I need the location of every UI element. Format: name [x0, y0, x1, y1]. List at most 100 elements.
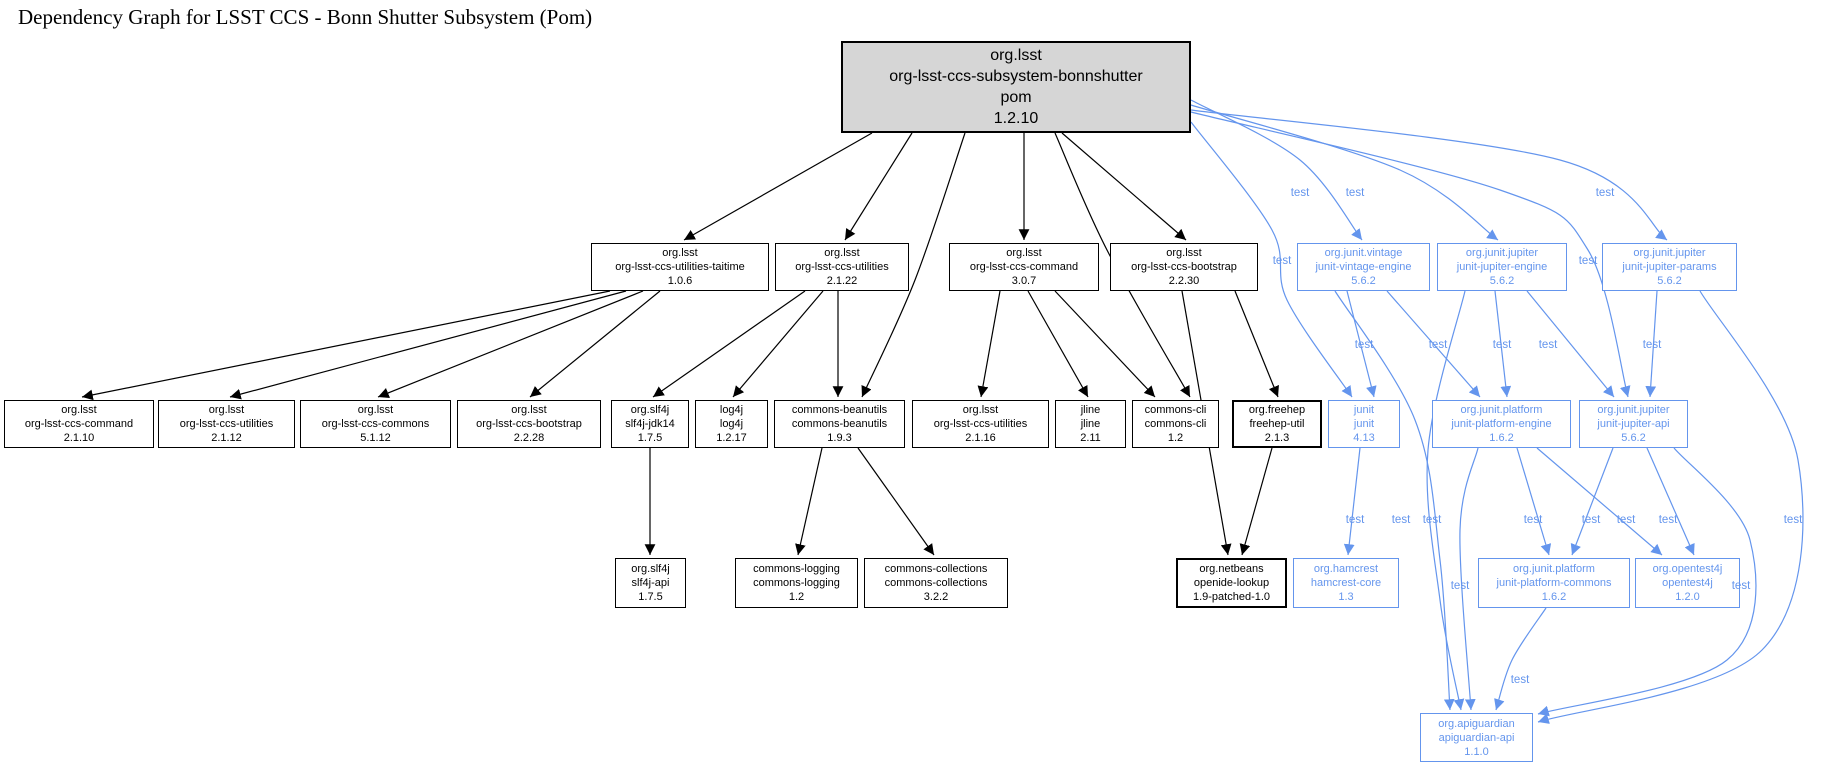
edge-root-to-junit: [1190, 121, 1353, 398]
node-label: org.junit.platform: [1513, 563, 1595, 575]
node-label: org-lsst-ccs-utilities: [933, 418, 1028, 430]
node-label: org-lsst-ccs-bootstrap: [1131, 261, 1237, 273]
dependency-node-junit-platform-commons: org.junit.platform junit-platform-commons…: [1478, 558, 1630, 608]
edge-junit-vintage-engine-to-junit: [1346, 290, 1377, 398]
node-label: org-lsst-ccs-command: [24, 418, 134, 430]
edge-junit-platform-commons-to-apiguardian-api: [1494, 607, 1547, 711]
node-label: 5.6.2: [1351, 275, 1376, 287]
node-label: org-lsst-ccs-subsystem-bonnshutter: [889, 68, 1143, 85]
node-label: junit-platform-engine: [1451, 418, 1552, 430]
node-label: 1.2: [1167, 432, 1184, 444]
node-label: 1.0.6: [667, 275, 693, 287]
edge-junit-jupiter-api-to-junit-platform-commons: [1570, 447, 1614, 556]
node-label: org-lsst-ccs-utilities: [795, 261, 889, 273]
node-label: openide-lookup: [1193, 577, 1270, 589]
node-label: org-lsst-ccs-commons: [321, 418, 430, 430]
edge-root-to-junit-vintage-engine: [1190, 99, 1363, 241]
node-label: slf4j-api: [631, 577, 670, 589]
node-label: 1.9-patched-1.0: [1192, 591, 1271, 603]
edge-command-3-0-7-to-commons-cli: [1054, 290, 1156, 398]
edge-junit-platform-engine-to-opentest4j: [1536, 447, 1663, 556]
edge-junit-platform-engine-to-junit-platform-commons: [1516, 447, 1552, 556]
node-label: 5.6.2: [1657, 275, 1682, 287]
node-label: org.lsst: [1006, 247, 1042, 259]
node-label: 1.2.17: [716, 432, 747, 444]
node-label: org.lsst: [990, 47, 1042, 64]
node-label: org.junit.platform: [1460, 404, 1543, 416]
edge-root-to-junit-jupiter-engine: [1190, 104, 1499, 241]
node-label: log4j: [719, 404, 744, 416]
dependency-node-commons-cli: commons-cli commons-cli 1.2: [1132, 400, 1219, 448]
node-label: junit-jupiter-api: [1597, 418, 1670, 430]
node-label: org.junit.vintage: [1324, 247, 1403, 259]
edge-commons-beanutils-to-commons-collections: [857, 447, 935, 556]
edge-junit-jupiter-api-to-opentest4j: [1646, 447, 1695, 556]
dependency-node-root: org.lsst org-lsst-ccs-subsystem-bonnshutt…: [841, 41, 1191, 133]
edge-utilities-taitime-to-utilities-2-1-12: [229, 290, 627, 400]
node-label: 1.6.2: [1489, 432, 1514, 444]
node-label: jline: [1080, 404, 1101, 416]
node-label: org.lsst: [511, 404, 547, 416]
node-label: 1.9.3: [827, 432, 852, 444]
edge-scope-label: test: [1658, 514, 1678, 526]
node-label: org.junit.jupiter: [1465, 247, 1539, 259]
node-label: commons-collections: [884, 563, 988, 575]
edge-freehep-util-to-openide-lookup: [1239, 447, 1273, 556]
node-label: 1.6.2: [1541, 591, 1567, 603]
node-label: commons-logging: [753, 563, 840, 575]
edge-junit-jupiter-params-to-apiguardian-api: [1537, 290, 1804, 724]
node-label: org.lsst: [61, 404, 97, 416]
edge-junit-jupiter-engine-to-apiguardian-api: [1426, 290, 1466, 711]
node-label: 2.11: [1080, 432, 1101, 444]
node-label: 1.2.10: [993, 110, 1039, 127]
edge-scope-label: test: [1783, 514, 1803, 526]
node-label: commons-logging: [753, 577, 840, 589]
edge-scope-label: test: [1578, 255, 1598, 267]
node-label: junit-vintage-engine: [1315, 261, 1412, 273]
node-label: slf4j-jdk14: [625, 418, 675, 430]
edge-junit-to-hamcrest-core: [1343, 447, 1361, 556]
edge-root-to-junit-jupiter-params: [1190, 109, 1668, 241]
edge-scope-label: test: [1272, 255, 1292, 267]
edge-junit-jupiter-api-to-apiguardian-api: [1537, 447, 1757, 717]
node-label: junit-jupiter-params: [1622, 261, 1717, 273]
node-label: commons-beanutils: [791, 418, 888, 430]
edge-scope-label: test: [1492, 339, 1512, 351]
edge-junit-vintage-engine-to-junit-platform-engine: [1386, 290, 1481, 398]
node-label: opentest4j: [1662, 577, 1713, 589]
node-label: org.lsst: [357, 404, 394, 416]
edge-utilities-taitime-to-bootstrap-2-2-28: [529, 290, 661, 398]
node-label: org-lsst-ccs-bootstrap: [476, 418, 582, 430]
node-label: commons-cli: [1144, 404, 1207, 416]
edge-root-to-commons-cli: [1054, 132, 1191, 398]
node-label: org.apiguardian: [1438, 717, 1515, 730]
edge-scope-label: test: [1428, 339, 1448, 351]
edge-scope-label: test: [1422, 514, 1442, 526]
edge-scope-label: test: [1731, 580, 1751, 592]
node-label: 2.1.22: [826, 275, 858, 287]
node-label: 1.1.0: [1464, 745, 1489, 758]
edge-commons-beanutils-to-commons-logging: [795, 447, 823, 556]
node-label: junit-platform-commons: [1496, 577, 1612, 589]
node-label: commons-cli: [1144, 418, 1207, 430]
edge-utilities-2-1-22-to-log4j: [732, 290, 824, 398]
node-label: apiguardian-api: [1438, 731, 1515, 744]
